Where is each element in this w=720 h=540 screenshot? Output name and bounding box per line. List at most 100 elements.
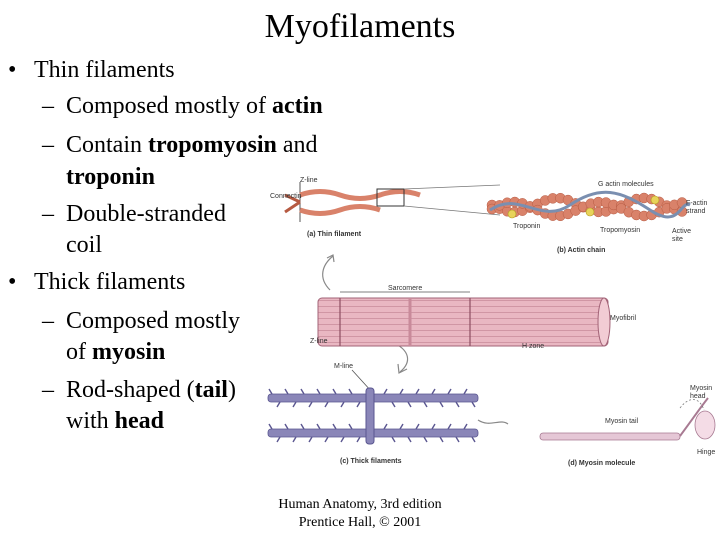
myosin-head-projection (471, 401, 476, 408)
myosin-head-projection (439, 401, 444, 408)
sub-bullet-troponin-cont: troponin (66, 163, 155, 191)
thin-filament-panel: Z-line Connectin (a) Thin filament (270, 177, 501, 238)
myosin-head-projection (431, 423, 436, 430)
bullet-text: Thin filaments (34, 57, 175, 83)
myosin-head-projection (300, 388, 305, 395)
myosin-head-projection (276, 436, 281, 443)
g-actin-label: G actin molecules (598, 181, 654, 188)
myosin-head-projection (324, 401, 329, 408)
sub-bullet-text: with (66, 408, 115, 434)
bullet-dot: • (8, 269, 17, 295)
myosin-tail-label: Myosin tail (605, 418, 639, 425)
dash-mark: – (42, 93, 54, 119)
myosin-head-projection (383, 423, 388, 430)
myosin-head-projection (407, 436, 412, 443)
myofibril-panel: Sarcomere Myofibril Z-line H zone M-line (310, 285, 637, 393)
m-line-bar (365, 387, 375, 445)
arrow-head (397, 363, 408, 374)
keyword-tail: tail (194, 377, 228, 403)
sub-bullet-text: and (276, 132, 318, 158)
myosin-head-projection (348, 388, 353, 395)
myosin-head-projection (268, 388, 273, 395)
sub-bullet-text: Rod-shaped ( (66, 377, 195, 403)
keyword-myosin: myosin (92, 339, 166, 365)
dash-mark: – (42, 308, 54, 334)
connectin-label: Connectin (270, 193, 302, 200)
footer-citation: Human Anatomy, 3rd edition Prentice Hall… (240, 496, 480, 532)
sub-bullet-rod-shaped: –Rod-shaped (tail) (42, 376, 236, 404)
troponin-complex-3 (650, 195, 660, 205)
myosin-head-projection (391, 436, 396, 443)
hinge-label: Hinge (697, 449, 715, 456)
z-line-top-label: Z-line (300, 177, 318, 184)
myosin-head-projection (316, 388, 321, 395)
hinge-arc (679, 399, 705, 411)
myosin-head-projection (316, 423, 321, 430)
myosin-head-shape (694, 410, 716, 440)
keyword-tropomyosin: tropomyosin (148, 132, 277, 158)
myosin-head-projection (439, 436, 444, 443)
dash-mark: – (42, 201, 54, 227)
myosin-head-projection (431, 388, 436, 395)
myosin-head-projection (356, 401, 361, 408)
thick-filament-bundle (267, 387, 479, 445)
sarcomere-label: Sarcomere (388, 285, 422, 292)
keyword-troponin: troponin (66, 164, 155, 190)
sub-bullet-text: Double-stranded (66, 201, 226, 227)
sub-bullet-coil-cont: coil (66, 231, 102, 259)
myosin-neck (679, 397, 709, 437)
sub-bullet-text: coil (66, 232, 102, 258)
thin-filament-caption: (a) Thin filament (307, 231, 362, 238)
arrow-head (326, 254, 335, 263)
myosin-head-projection (415, 423, 420, 430)
dash-mark: – (42, 377, 54, 403)
myosin-head-projection (463, 388, 468, 395)
myofibril-end (597, 297, 611, 347)
sub-bullet-text: Composed mostly of (66, 93, 273, 119)
myofibril-body (317, 297, 609, 347)
myosin-molecule-caption: (d) Myosin molecule (568, 460, 635, 467)
keyword-actin: actin (272, 93, 323, 119)
myosin-head-projection (423, 436, 428, 443)
myosin-head-projection (300, 423, 305, 430)
myosin-head-projection (356, 436, 361, 443)
thick-filaments-caption: (c) Thick filaments (340, 458, 402, 465)
myosin-head-projection (284, 423, 289, 430)
myosin-head-projection (399, 388, 404, 395)
myofibril-label: Myofibril (610, 315, 637, 322)
sub-bullet-tropomyosin: –Contain tropomyosin and (42, 131, 318, 159)
sub-bullet-text: Contain (66, 132, 148, 158)
myosin-head-projection (383, 388, 388, 395)
slide-title: Myofilaments (264, 8, 456, 45)
zoom-box (376, 188, 405, 207)
myosin-head-projection (332, 388, 337, 395)
bullet-dot: • (8, 57, 17, 83)
actin-chain-caption: (b) Actin chain (557, 247, 605, 254)
sub-bullet-double-stranded: –Double-stranded (42, 200, 226, 228)
thin-strand-1 (299, 189, 421, 201)
myosin-head-projection (455, 401, 460, 408)
myosin-tail-rod (539, 432, 681, 441)
myosin-head-projection (447, 423, 452, 430)
myosin-head-projection (324, 436, 329, 443)
myosin-head-projection (447, 388, 452, 395)
myosin-head-projection (348, 423, 353, 430)
connectin-strand (284, 193, 301, 214)
myosin-head-projection (399, 423, 404, 430)
bullet-text: Thick filaments (34, 269, 186, 295)
myosin-head-projection (332, 423, 337, 430)
myosin-head-projection (463, 423, 468, 430)
z-line-mid-label: Z-line (310, 338, 328, 345)
curved-arrow-up (322, 255, 334, 291)
actin-beads (486, 192, 688, 222)
sub-bullet-text: ) (227, 377, 236, 403)
sub-bullet-head-cont: with head (66, 407, 164, 435)
footer-line-2: Prentice Hall, © 2001 (298, 515, 422, 530)
troponin-complex-1 (507, 209, 517, 219)
sub-bullet-myosin-cont: of myosin (66, 338, 165, 366)
zoom-line-bottom (403, 205, 501, 216)
